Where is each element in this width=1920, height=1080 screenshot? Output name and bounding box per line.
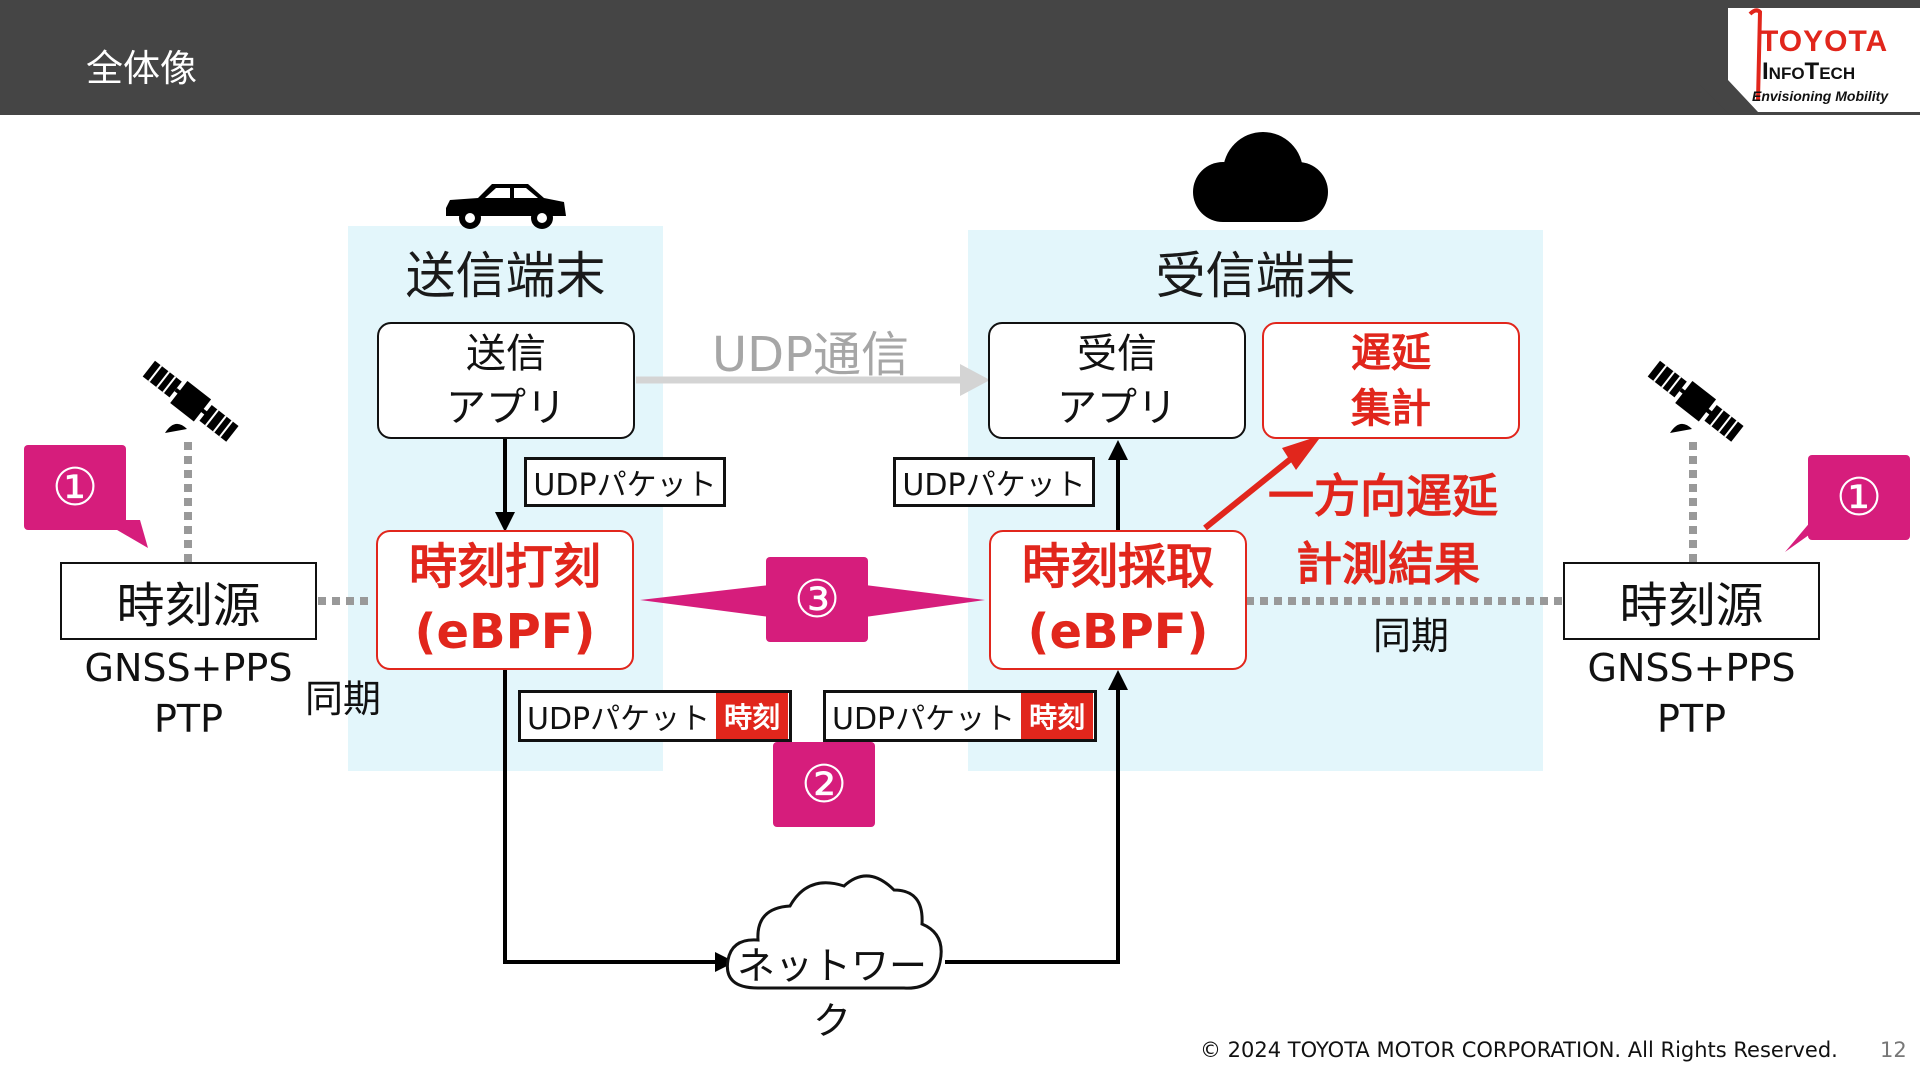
- time-source-right-line1: GNSS+PPS: [1587, 646, 1796, 690]
- sender-app-line1: 送信: [466, 330, 546, 377]
- company-logo: [1700, 0, 1920, 115]
- time-source-left-info: GNSS+PPS PTP: [60, 643, 317, 746]
- stamped-packet-left: UDPパケット 時刻: [518, 690, 792, 742]
- receiver-app-line2: アプリ: [1057, 384, 1177, 431]
- result-line1: 一方向遅延: [1268, 469, 1498, 523]
- time-source-right-line2: PTP: [1656, 697, 1727, 742]
- time-source-right-info: GNSS+PPS PTP: [1563, 643, 1820, 746]
- receiver-ebpf-line2: (eBPF): [1027, 604, 1209, 660]
- agg-line2: 集計: [1351, 385, 1431, 432]
- stamped-left-label: UDPパケット: [527, 702, 711, 737]
- car-icon: [446, 184, 566, 229]
- sync-label-right: 同期: [1373, 614, 1450, 658]
- logo-line2: InfoTech: [1762, 58, 1856, 85]
- cloud-icon: [1193, 132, 1328, 222]
- time-source-left-line1: GNSS+PPS: [84, 646, 293, 690]
- logo-line1: TOYOTA: [1760, 25, 1889, 58]
- page-number: 12: [1880, 1038, 1907, 1062]
- stamped-packet-right: UDPパケット 時刻: [823, 690, 1097, 742]
- receiver-title: 受信端末: [1155, 247, 1356, 305]
- stamped-right-tag: 時刻: [1021, 693, 1094, 739]
- satellite-icon: [1647, 360, 1744, 442]
- logo-line3: Envisioning Mobility: [1752, 88, 1889, 104]
- stamped-left-tag: 時刻: [716, 693, 789, 739]
- receiver-app-box: 受信 アプリ: [988, 322, 1246, 439]
- receiver-app-line1: 受信: [1077, 330, 1157, 377]
- time-source-left-line2: PTP: [153, 697, 224, 742]
- sender-udp-packet: UDPパケット: [524, 457, 726, 507]
- sync-label-left: 同期: [305, 677, 382, 721]
- stamped-right-label: UDPパケット: [832, 702, 1016, 737]
- sender-udp-packet-label: UDPパケット: [533, 468, 717, 503]
- marker-1-right: ①: [1808, 455, 1910, 540]
- marker-1-left: ①: [24, 445, 126, 530]
- delay-aggregation-box: 遅延 集計: [1262, 322, 1520, 439]
- marker-3: ③: [766, 557, 868, 642]
- agg-line1: 遅延: [1351, 329, 1431, 376]
- receiver-udp-packet: UDPパケット: [893, 457, 1095, 507]
- receiver-udp-packet-label: UDPパケット: [902, 468, 1086, 503]
- receiver-ebpf-box: 時刻採取 (eBPF): [989, 530, 1247, 670]
- sender-app-box: 送信 アプリ: [377, 322, 635, 439]
- sender-ebpf-line2: (eBPF): [414, 604, 596, 660]
- satellite-icon: [142, 360, 239, 442]
- marker-2: ②: [773, 742, 875, 827]
- sender-title: 送信端末: [405, 247, 606, 305]
- time-source-right-title: 時刻源: [1619, 578, 1764, 634]
- time-source-left: 時刻源: [60, 562, 317, 640]
- sender-ebpf-box: 時刻打刻 (eBPF): [376, 530, 634, 670]
- udp-comm-label: UDP通信: [712, 327, 910, 383]
- time-source-left-title: 時刻源: [116, 578, 261, 634]
- page-title: 全体像: [86, 47, 197, 90]
- receiver-ebpf-line1: 時刻採取: [1021, 539, 1214, 596]
- time-source-right: 時刻源: [1563, 562, 1820, 640]
- copyright: © 2024 TOYOTA MOTOR CORPORATION. All Rig…: [1200, 1038, 1838, 1062]
- network-cloud-icon: [725, 874, 943, 990]
- sender-ebpf-line1: 時刻打刻: [408, 539, 601, 596]
- sender-app-line2: アプリ: [446, 384, 566, 431]
- result-line2: 計測結果: [1296, 537, 1480, 591]
- network-label: ネットワーク: [736, 944, 927, 1043]
- header-bar: [0, 0, 1920, 115]
